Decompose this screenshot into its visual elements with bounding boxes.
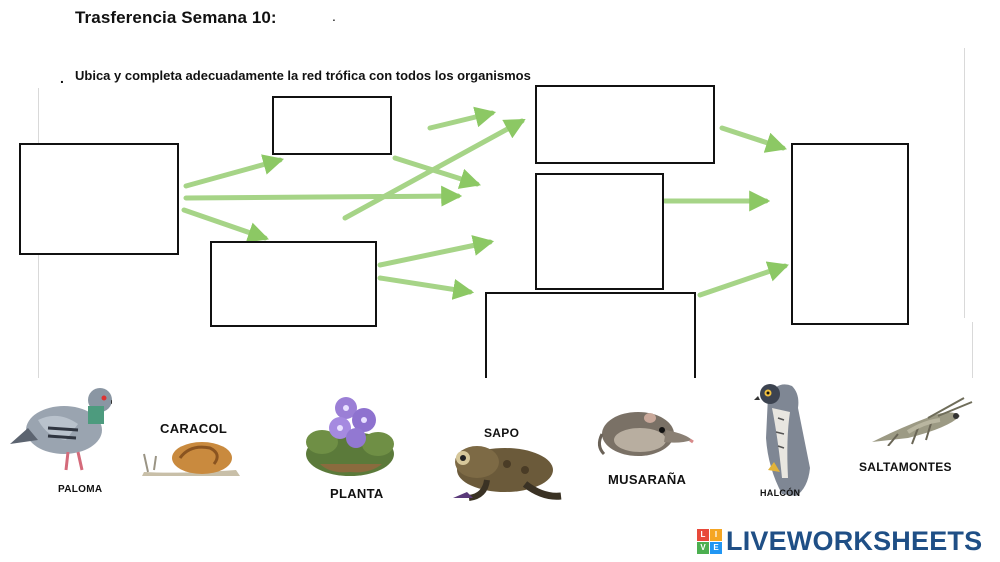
brand-name: LIVEWORKSHEETS — [726, 525, 983, 556]
snail-icon[interactable] — [140, 438, 248, 478]
pigeon-icon[interactable] — [8, 380, 112, 478]
answer-box-4[interactable] — [535, 85, 715, 164]
grasshopper-icon[interactable] — [868, 394, 974, 446]
arrow-9 — [719, 125, 787, 153]
answer-box-5[interactable] — [535, 173, 664, 290]
answer-box-6[interactable] — [485, 292, 696, 381]
toad-icon[interactable] — [447, 440, 565, 504]
arrow-11 — [697, 261, 789, 298]
label-planta: PLANTA — [330, 486, 384, 501]
falcon-icon[interactable] — [748, 378, 826, 498]
page-title: Trasferencia Semana 10: — [75, 8, 277, 27]
title-dot: . — [332, 8, 336, 24]
arrow-3 — [181, 207, 269, 243]
answer-box-3[interactable] — [210, 241, 377, 327]
guide-line-right-lower — [972, 322, 973, 382]
label-paloma: PALOMA — [58, 484, 103, 495]
answer-box-7[interactable] — [791, 143, 909, 325]
guide-line-right — [964, 48, 965, 318]
arrow-2 — [183, 185, 463, 207]
arrow-6 — [392, 155, 482, 189]
label-caracol: CARACOL — [160, 421, 228, 436]
arrow-4 — [427, 106, 497, 131]
liveworksheets-mark-icon: L I V E — [697, 528, 722, 554]
label-musarana: MUSARAÑA — [608, 472, 687, 487]
answer-box-1[interactable] — [19, 143, 179, 255]
instruction-bullet: . — [60, 70, 64, 86]
arrow-1 — [183, 154, 285, 189]
label-halcon: HALCÓN — [760, 488, 801, 498]
arrow-7 — [377, 235, 495, 268]
label-sapo: SAPO — [484, 426, 520, 440]
answer-box-2[interactable] — [272, 96, 392, 155]
label-saltamontes: SALTAMONTES — [859, 460, 952, 474]
shrew-icon[interactable] — [594, 404, 694, 464]
plant-icon[interactable] — [300, 394, 400, 482]
instruction-text: Ubica y completa adecuadamente la red tr… — [75, 68, 531, 83]
liveworksheets-logo: L I V E LIVEWORKSHEETS — [697, 525, 982, 557]
arrow-8 — [377, 275, 475, 300]
